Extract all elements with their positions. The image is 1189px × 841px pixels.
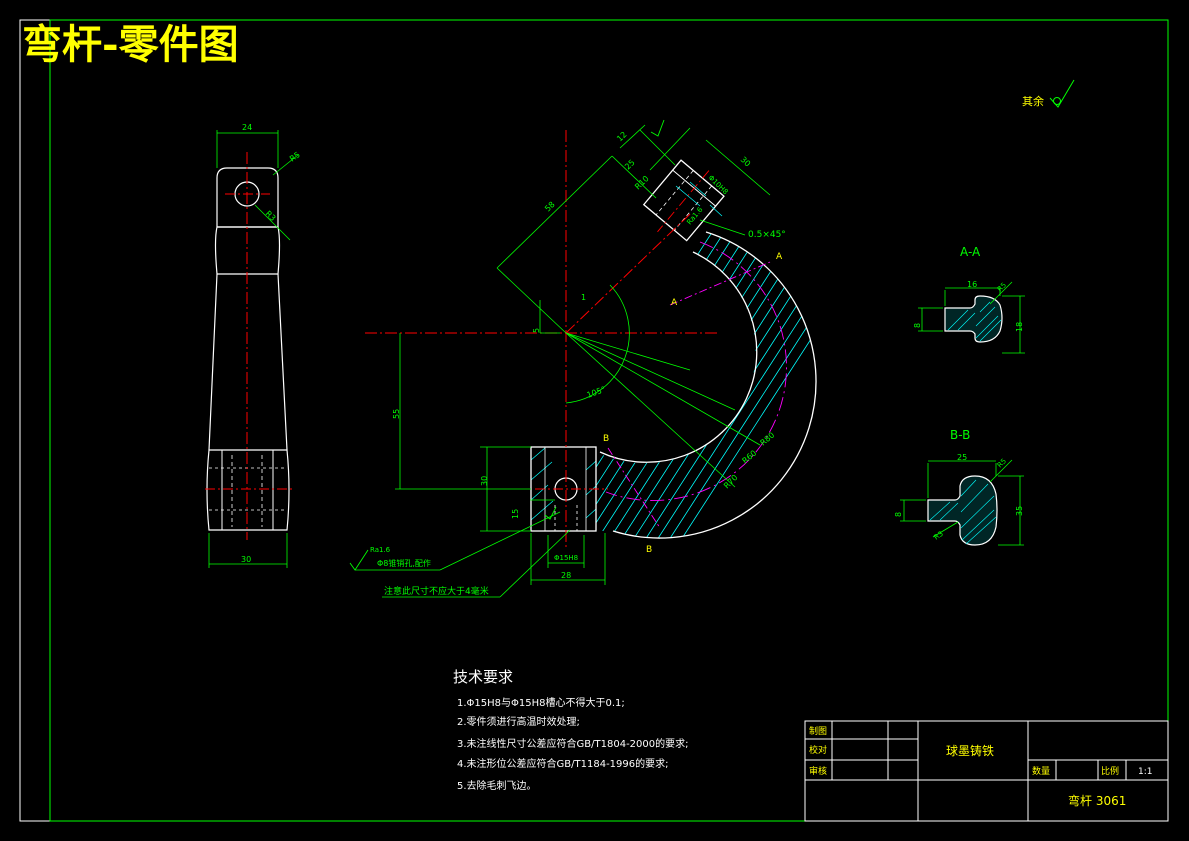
front-view-shank: [208, 273, 288, 451]
dim-55: 55: [392, 409, 401, 419]
main-center-diag: [565, 213, 691, 334]
dim-r80: R80: [759, 431, 777, 448]
title-block: [804, 720, 1169, 822]
dim-15-left: 15: [511, 509, 520, 519]
title-block-scale-label: 比例: [1101, 765, 1119, 777]
title-block-review-label: 审核: [809, 765, 827, 777]
section-aa-dim-r5: R5: [996, 281, 1008, 293]
tech-req-item: 3.未注线性尺寸公差应符合GB/T1804-2000的要求;: [457, 737, 689, 750]
arm-inner-arc: [599, 251, 758, 463]
front-dim-r-small: R3: [264, 209, 278, 223]
title-block-scale-value: 1:1: [1138, 767, 1152, 777]
dim-28: 28: [561, 571, 571, 580]
tech-requirements: 技术要求 1.Φ15H8与Φ15H8槽心不得大于0.1; 2.零件须进行高温时效…: [453, 668, 689, 792]
title-block-material: 球墨铸铁: [946, 743, 994, 758]
dim-r60: R60: [741, 449, 759, 466]
dim-hole-bottom: Φ15H8: [554, 554, 578, 562]
section-bb: B-B 25 R5 R3 8 35: [894, 428, 1024, 546]
front-dim-width-bottom: 30: [241, 555, 251, 564]
cut-line-a: [669, 261, 771, 306]
dim-r70: R70: [722, 473, 740, 491]
note-draft: 注意此尺寸不应大于4毫米: [384, 585, 489, 597]
cut-label-a-inner: A: [671, 298, 678, 308]
dim-r10: R10: [633, 174, 651, 191]
section-aa-dim-8: 8: [913, 323, 922, 328]
arm-mid-arc: [605, 241, 787, 501]
dim-ra-bottom: Ra1.6: [370, 546, 391, 554]
dim-5: 5: [532, 328, 541, 333]
main-view: 58 12 30 25 R10 Φ10H8 Ra1.6 0.5×45° 1 5 …: [349, 119, 817, 598]
section-bb-dim-35: 35: [1015, 506, 1024, 516]
cut-label-a-top: A: [776, 252, 783, 262]
cut-line-b: [607, 447, 661, 529]
note-hole: Φ8锥销孔,配作: [377, 558, 431, 568]
dim-30-left: 30: [480, 476, 489, 486]
dim-1: 1: [581, 293, 586, 302]
arm-outer-arc: [612, 231, 817, 539]
section-bb-label: B-B: [950, 428, 970, 442]
section-aa-label: A-A: [960, 245, 981, 259]
tech-req-item: 4.未注形位公差应符合GB/T1184-1996的要求;: [457, 757, 669, 770]
section-bb-dim-r5: R5: [996, 457, 1008, 469]
tech-req-item: 2.零件须进行高温时效处理;: [457, 715, 580, 728]
roughness-bottom-icon: [349, 549, 369, 571]
dim-30-top: 30: [739, 155, 753, 169]
roughness-symbol-icon: [1049, 79, 1075, 108]
dim-angle: 105°: [586, 385, 607, 400]
section-bb-dim-25: 25: [957, 453, 967, 462]
dim-chamfer: 0.5×45°: [748, 230, 786, 240]
section-aa: A-A 16 R5 8 18: [913, 245, 1025, 354]
dim-25-top: 25: [623, 158, 637, 172]
roughness-block-icon: [544, 506, 557, 520]
section-aa-shape: [944, 295, 1003, 343]
roughness-label: 其余: [1022, 94, 1044, 108]
title-block-qty-label: 数量: [1032, 765, 1050, 777]
cut-label-b-bottom: B: [646, 545, 652, 555]
front-view: 24 R5 R3 30: [205, 123, 302, 568]
tech-req-item: 1.Φ15H8与Φ15H8槽心不得大于0.1;: [457, 696, 625, 709]
cut-label-b-top: B: [603, 434, 609, 444]
title-block-check-label: 校对: [809, 744, 827, 756]
title-block-drawn-label: 制图: [809, 725, 827, 737]
roughness-note: 其余: [1022, 79, 1075, 108]
front-view-bottom: [206, 449, 290, 531]
section-bb-dim-r3: R3: [933, 530, 945, 542]
title-block-part-name: 弯杆 3061: [1068, 793, 1126, 808]
tech-req-item: 5.去除毛刺飞边。: [457, 779, 537, 792]
inner-frame: [49, 19, 1169, 822]
roughness-circle-icon: [1053, 97, 1061, 105]
drawing-title: 弯杆-零件图: [22, 21, 239, 68]
roughness-top-icon: [650, 119, 665, 137]
section-bb-dim-8: 8: [894, 512, 903, 517]
section-hatch: [596, 232, 817, 539]
section-aa-dim-18: 18: [1015, 322, 1024, 332]
section-aa-dim-16: 16: [967, 280, 977, 289]
tech-req-title: 技术要求: [453, 668, 513, 686]
front-dim-width-top: 24: [242, 123, 252, 132]
